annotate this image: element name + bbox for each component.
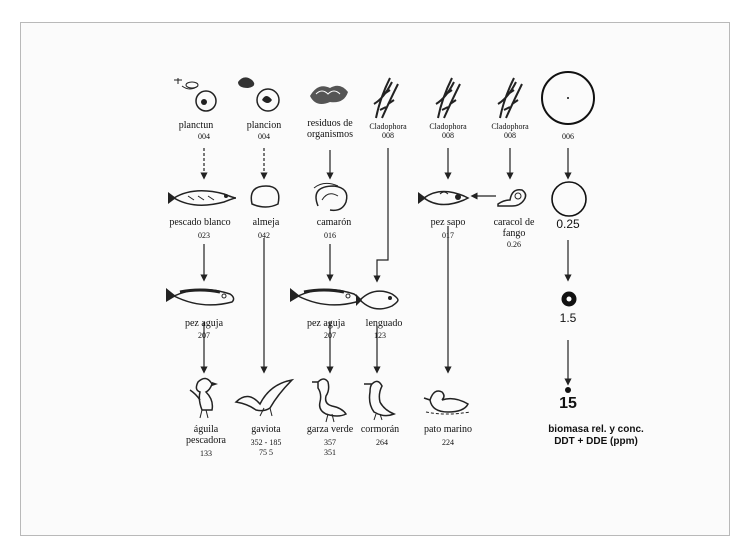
shrimp-value: 016 <box>324 231 336 240</box>
residues-icon <box>308 82 352 108</box>
mudsnail-value: 0.26 <box>507 240 521 249</box>
heron-label: garza verde <box>307 424 353 435</box>
cladophora-label: Cladophora <box>369 122 406 131</box>
plankton-value: 004 <box>258 132 270 141</box>
cladophora-icon <box>494 74 528 120</box>
plankton-value: 004 <box>198 132 210 141</box>
arrow-cladophora1-to-flounder <box>377 148 388 279</box>
cladophora-label: Cladophora <box>429 122 466 131</box>
plankton-icon <box>232 76 282 118</box>
needlefish-value: 207 <box>324 331 336 340</box>
cladophora-icon <box>432 74 466 120</box>
duck-icon <box>424 384 474 414</box>
toadfish-value: 017 <box>442 231 454 240</box>
cormorant-label: cormorán <box>361 424 399 435</box>
biomass-value-1: 006 <box>562 132 574 141</box>
flounder-icon <box>356 286 400 312</box>
toadfish-label: pez sapo <box>431 217 466 228</box>
shrimp-label: camarón <box>317 217 351 228</box>
gull-icon <box>234 378 294 418</box>
cladophora-label: Cladophora <box>491 122 528 131</box>
shrimp-icon <box>310 182 354 214</box>
biomass-caption-line1: biomasa rel. y conc. <box>548 424 644 435</box>
needlefish-label: pez aguja <box>307 318 345 329</box>
whitefish-icon <box>168 186 238 210</box>
plankton-label: plancion <box>247 120 281 131</box>
whitefish-label: pescado blanco <box>169 217 230 228</box>
clam-value: 042 <box>258 231 270 240</box>
plankton-icon <box>170 78 220 118</box>
cladophora-value: 008 <box>382 131 394 140</box>
biomass-circle-large-icon <box>540 70 596 126</box>
biomass-circle-medium-icon <box>550 180 588 218</box>
flounder-value: 123 <box>374 331 386 340</box>
biomass-value-2: 0.25 <box>556 220 579 229</box>
cladophora-value: 008 <box>504 131 516 140</box>
whitefish-value: 023 <box>198 231 210 240</box>
needlefish-value: 207 <box>198 331 210 340</box>
biomass-caption-line2: DDT + DDE (ppm) <box>554 436 638 447</box>
cormorant-value: 264 <box>376 438 388 447</box>
flounder-label: lenguado <box>366 318 403 329</box>
toadfish-icon <box>418 186 470 210</box>
plankton-label: planctun <box>179 120 213 131</box>
gull-label: gaviota <box>251 424 280 435</box>
needlefish-icon <box>290 284 364 310</box>
biomass-dot-icon <box>564 386 572 394</box>
mudsnail-icon <box>496 186 528 208</box>
needlefish-icon <box>166 284 240 310</box>
biomass-circle-small-icon <box>560 290 578 308</box>
osprey-value: 133 <box>200 449 212 458</box>
needlefish-label: pez aguja <box>185 318 223 329</box>
cladophora-icon <box>370 74 404 120</box>
biomass-value-3: 1.5 <box>560 314 577 323</box>
gull-value-2: 75 5 <box>259 448 273 457</box>
cladophora-value: 008 <box>442 131 454 140</box>
duck-value: 224 <box>442 438 454 447</box>
heron-value: 357 <box>324 438 336 447</box>
heron-icon <box>310 376 350 422</box>
residues-label: residuos de organismos <box>294 118 366 140</box>
clam-label: almeja <box>253 217 280 228</box>
cormorant-icon <box>362 378 402 422</box>
clam-icon <box>248 184 282 210</box>
mudsnail-label: caracol de fango <box>486 217 542 239</box>
gull-value: 352 - 185 <box>251 438 282 447</box>
biomass-value-4: 15 <box>559 399 577 408</box>
duck-label: pato marino <box>424 424 472 435</box>
osprey-label: águila pescadora <box>179 424 233 446</box>
heron-value-2: 351 <box>324 448 336 457</box>
osprey-icon <box>186 376 226 420</box>
